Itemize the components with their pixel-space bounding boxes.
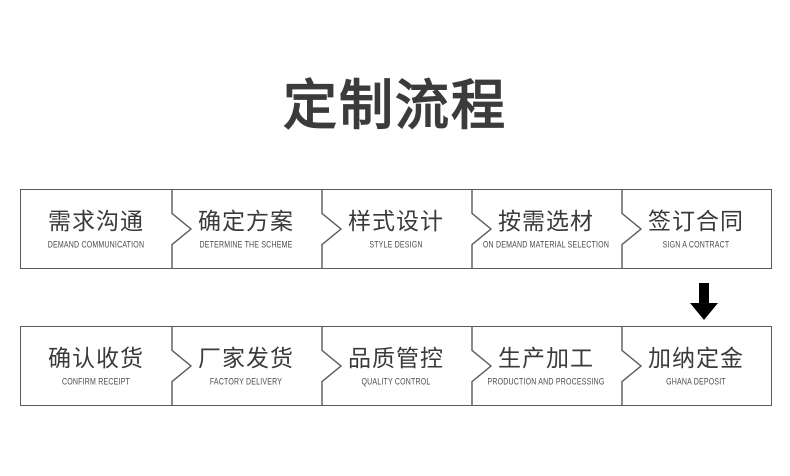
chevron-right-icon <box>171 190 193 268</box>
chevron-right-icon <box>321 327 343 405</box>
step-title-en: FACTORY DELIVERY <box>209 377 283 387</box>
chevron-right-icon <box>321 190 343 268</box>
page-title: 定制流程 <box>283 74 507 137</box>
chevron-right-icon <box>621 190 643 268</box>
step-title-cn: 品质管控 <box>348 346 444 373</box>
process-step-9[interactable]: 生产加工 PRODUCTION AND PROCESSING <box>471 327 621 405</box>
process-step-5[interactable]: 签订合同 SIGN A CONTRACT <box>621 190 771 268</box>
step-title-cn: 样式设计 <box>348 209 444 236</box>
step-title-en: SIGN A CONTRACT <box>662 240 730 250</box>
step-title-en: ON DEMAND MATERIAL SELECTION <box>482 240 610 250</box>
step-title-cn: 加纳定金 <box>648 346 744 373</box>
step-title-en: STYLE DESIGN <box>369 240 423 250</box>
step-title-cn: 确认收货 <box>48 346 144 373</box>
process-step-2[interactable]: 确定方案 DETERMINE THE SCHEME <box>171 190 321 268</box>
process-row-2: 确认收货 CONFIRM RECEIPT 厂家发货 FACTORY DELIVE… <box>20 326 772 406</box>
step-title-en: PRODUCTION AND PROCESSING <box>487 377 605 387</box>
step-title-cn: 生产加工 <box>498 346 594 373</box>
step-title-en: CONFIRM RECEIPT <box>62 377 130 387</box>
process-step-1[interactable]: 需求沟通 DEMAND COMMUNICATION <box>21 190 171 268</box>
step-title-cn: 签订合同 <box>648 209 744 236</box>
page-title-wrapper: 定制流程 <box>0 74 790 137</box>
process-step-7[interactable]: 厂家发货 FACTORY DELIVERY <box>171 327 321 405</box>
step-title-en: QUALITY CONTROL <box>361 377 431 387</box>
process-row-1: 需求沟通 DEMAND COMMUNICATION 确定方案 DETERMINE… <box>20 189 772 269</box>
chevron-right-icon <box>621 327 643 405</box>
process-step-6[interactable]: 确认收货 CONFIRM RECEIPT <box>21 327 171 405</box>
process-step-10[interactable]: 加纳定金 GHANA DEPOSIT <box>621 327 771 405</box>
step-title-cn: 确定方案 <box>198 209 294 236</box>
step-title-cn: 需求沟通 <box>48 209 144 236</box>
chevron-right-icon <box>471 327 493 405</box>
chevron-right-icon <box>171 327 193 405</box>
step-title-en: DEMAND COMMUNICATION <box>47 240 145 250</box>
process-step-8[interactable]: 品质管控 QUALITY CONTROL <box>321 327 471 405</box>
step-title-cn: 厂家发货 <box>198 346 294 373</box>
step-title-cn: 按需选材 <box>498 209 594 236</box>
chevron-right-icon <box>471 190 493 268</box>
process-step-3[interactable]: 样式设计 STYLE DESIGN <box>321 190 471 268</box>
arrow-down-icon <box>688 283 720 321</box>
step-title-en: GHANA DEPOSIT <box>666 377 726 387</box>
step-title-en: DETERMINE THE SCHEME <box>199 240 293 250</box>
process-step-4[interactable]: 按需选材 ON DEMAND MATERIAL SELECTION <box>471 190 621 268</box>
